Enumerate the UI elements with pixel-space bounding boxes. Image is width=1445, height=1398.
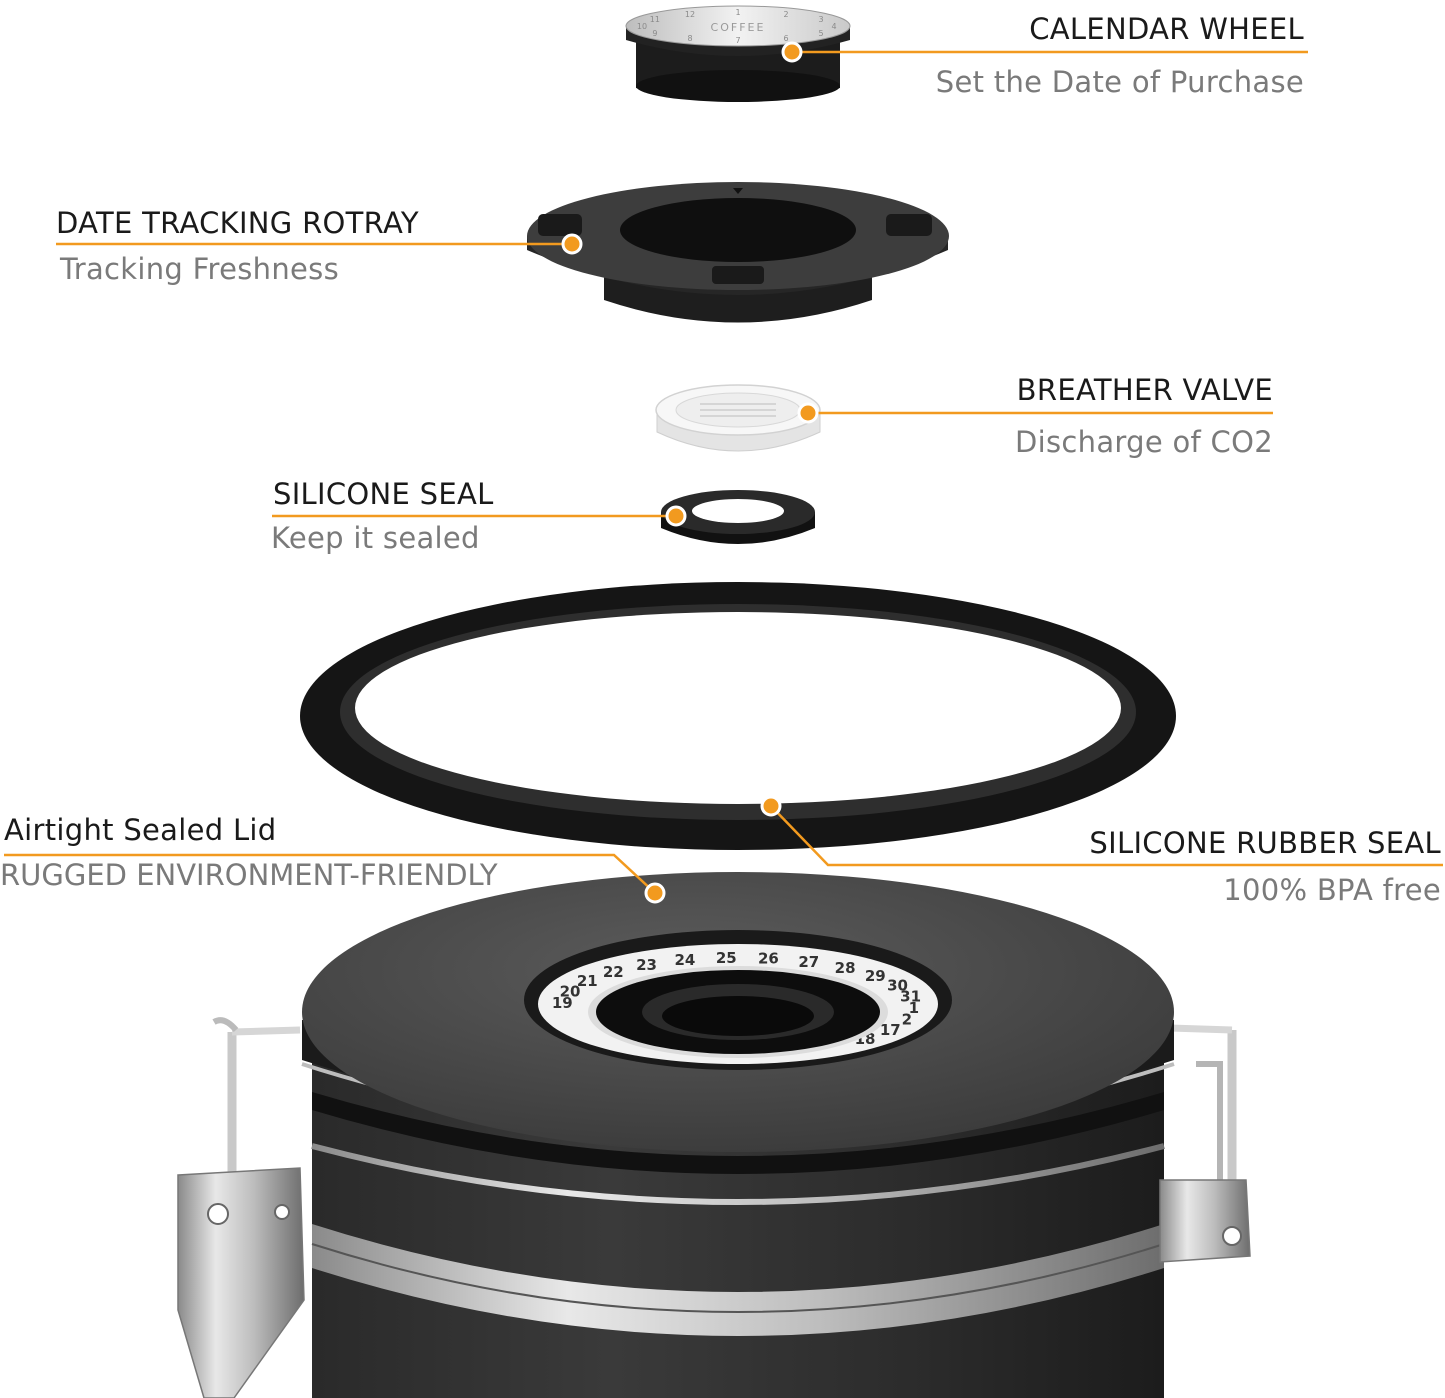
lid-dial-number: 20 — [560, 983, 581, 1001]
calendar-wheel-title: CALENDAR WHEEL — [1029, 12, 1304, 46]
lid-dial-number: 1 — [909, 999, 919, 1017]
calendar-wheel-month-label: 8 — [687, 34, 692, 43]
lid-dial-number: 27 — [798, 953, 819, 971]
breather-valve-title: BREATHER VALVE — [1016, 373, 1273, 407]
calendar-wheel-subtitle: Set the Date of Purchase — [935, 65, 1304, 99]
silicone-seal-dot — [665, 505, 687, 527]
lid-dial-number: 2 — [902, 1011, 912, 1029]
rubber-seal-subtitle: 100% BPA free — [1223, 873, 1441, 907]
calendar-wheel-month-label: 10 — [637, 22, 647, 31]
silicone-rubber-seal-part — [300, 582, 1176, 850]
airtight-lid-leader — [4, 853, 656, 894]
right-clasp — [1159, 1024, 1251, 1263]
silicone-seal-part — [661, 490, 815, 544]
calendar-wheel-month-label: 4 — [831, 22, 836, 31]
calendar-wheel-month-label: 9 — [652, 29, 657, 38]
calendar-wheel-month-label: 6 — [783, 34, 788, 43]
callout-leaders — [4, 50, 1443, 894]
rubber-seal-leader — [770, 805, 1443, 867]
lid-dial-number: 23 — [636, 956, 657, 974]
breather-valve-part — [655, 384, 821, 452]
airtight-lid-title: Airtight Sealed Lid — [4, 813, 277, 847]
calendar-wheel-month-label: 1 — [735, 8, 740, 17]
calendar-wheel-dot — [781, 41, 803, 63]
lid-dial-number: 22 — [603, 963, 624, 981]
calendar-wheel-month-label: 12 — [685, 10, 695, 19]
lid-dial-number: 26 — [758, 950, 779, 968]
lid-dial-number: 28 — [835, 959, 856, 977]
lid-dial-number: 21 — [577, 972, 598, 990]
rotray-title: DATE TRACKING ROTRAY — [56, 206, 419, 240]
lid-dial-number: 25 — [716, 949, 737, 967]
lid-dial-number: 30 — [887, 977, 908, 995]
breather-valve-subtitle: Discharge of CO2 — [1015, 425, 1273, 459]
calendar-wheel-month-label: 3 — [819, 15, 824, 24]
rubber-seal-title: SILICONE RUBBER SEAL — [1089, 826, 1441, 860]
rotray-subtitle: Tracking Freshness — [60, 252, 339, 286]
calendar-wheel-month-label: 7 — [735, 36, 740, 45]
lid-dial-number: 24 — [674, 951, 695, 969]
lid-dial-number: 31 — [900, 988, 921, 1006]
silicone-seal-title: SILICONE SEAL — [273, 477, 494, 511]
calendar-wheel-month-label: 11 — [650, 15, 660, 24]
lid-dial-number: 17 — [880, 1021, 901, 1039]
airtight-lid-dot — [644, 882, 666, 904]
left-clasp — [177, 1017, 305, 1398]
breather-valve-dot — [797, 402, 819, 424]
calendar-wheel-brand: COFFEE — [711, 21, 766, 34]
lid-dial-number: 19 — [552, 994, 573, 1012]
callout-dots — [561, 41, 819, 904]
airtight-lid-subtitle: RUGGED ENVIRONMENT-FRIENDLY — [0, 858, 498, 892]
lid-dial-number: 29 — [865, 967, 886, 985]
silicone-seal-subtitle: Keep it sealed — [271, 521, 480, 555]
rubber-seal-dot — [760, 795, 782, 817]
rotray-dot — [561, 233, 583, 255]
date-tracking-rotray-part — [527, 182, 949, 323]
calendar-wheel-month-label: 5 — [819, 29, 824, 38]
calendar-wheel-month-label: 2 — [783, 10, 788, 19]
